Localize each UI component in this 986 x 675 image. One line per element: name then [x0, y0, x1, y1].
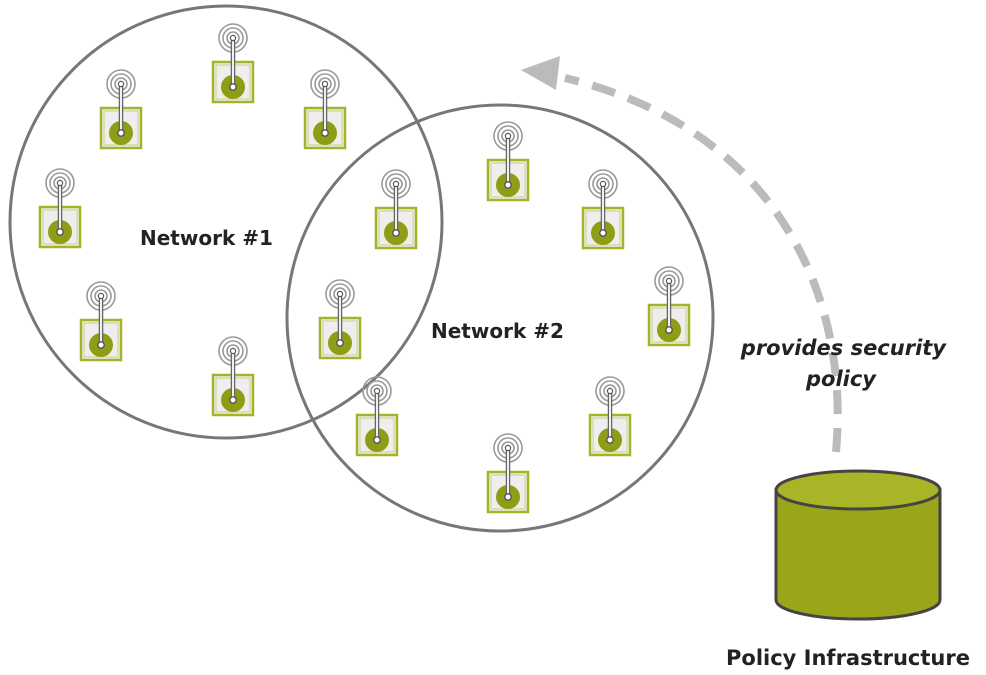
- sensor-node-icon: [590, 377, 630, 455]
- sensor-node-icon: [583, 170, 623, 248]
- sensor-node-icon: [213, 24, 253, 102]
- sensor-node-icon: [213, 337, 253, 415]
- sensor-node-icon: [320, 280, 360, 358]
- sensor-node-icon: [101, 70, 141, 148]
- network-1-boundary: [8, 4, 444, 440]
- policy-infrastructure-label: Policy Infrastructure: [726, 646, 970, 670]
- sensor-node-icon: [305, 70, 345, 148]
- network-2-boundary: [285, 103, 715, 533]
- arrow-label-line-2: policy: [805, 367, 877, 391]
- database-cylinder-icon: [774, 469, 942, 621]
- sensor-node-icon: [488, 434, 528, 512]
- dashed-curved-arrow-icon: [521, 56, 842, 453]
- sensor-node-icon: [376, 170, 416, 248]
- arrow-label-line-1: provides security: [740, 336, 948, 360]
- network-2-nodes: [320, 122, 689, 512]
- network-1-label: Network #1: [140, 226, 273, 250]
- sensor-node-icon: [488, 122, 528, 200]
- sensor-node-icon: [81, 282, 121, 360]
- sensor-node-icon: [357, 377, 397, 455]
- sensor-node-icon: [649, 267, 689, 345]
- network-1-nodes: [40, 24, 345, 415]
- network-2-label: Network #2: [431, 319, 564, 343]
- sensor-node-icon: [40, 169, 80, 247]
